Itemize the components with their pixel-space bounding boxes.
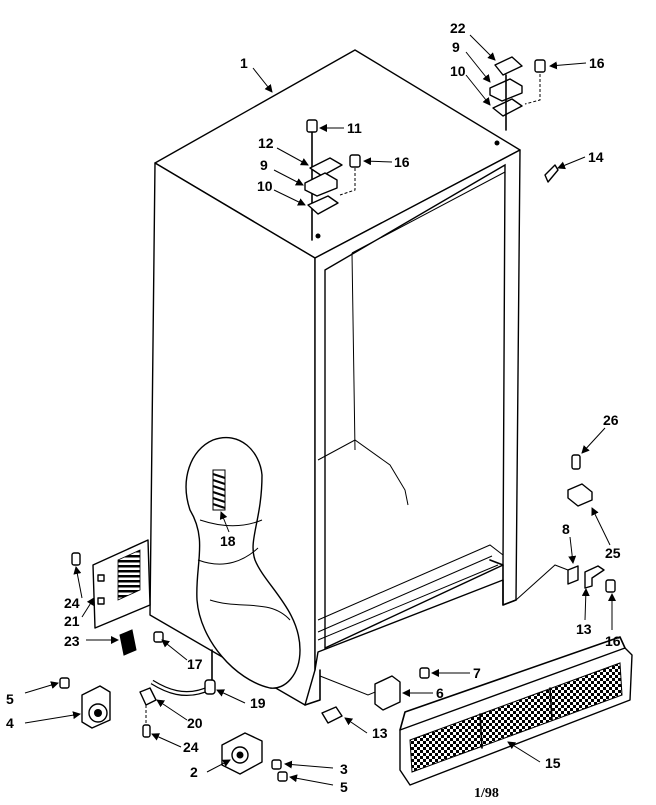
washer-3: [271, 759, 282, 770]
right-foot: [489, 559, 517, 606]
callout-15: 15: [545, 755, 561, 771]
top-hinge-right: [489, 56, 559, 183]
screw-5-left: [59, 677, 70, 689]
pin-14: [544, 164, 559, 183]
callout-11: 11: [347, 120, 362, 136]
bottom-hinge-right: [515, 454, 616, 601]
screw-5-right: [277, 771, 288, 782]
callout-8: 8: [562, 521, 570, 537]
callout-24-left: 24: [64, 595, 80, 611]
callout-13-bottom: 13: [372, 725, 388, 741]
leader-lines: [24, 34, 616, 786]
callout-16-bottom-right: 16: [605, 633, 621, 649]
shim-10: [307, 195, 339, 215]
hinge-hole: [315, 233, 321, 239]
toe-grille-15: [399, 636, 633, 786]
callout-24-bottom: 24: [183, 739, 199, 755]
condenser-vents: [117, 549, 141, 601]
callout-9-top-right: 9: [452, 39, 460, 55]
hinge-bracket-line: [515, 564, 569, 601]
callout-18: 18: [220, 533, 236, 549]
interior-bottom-rail-3: [317, 564, 499, 641]
callout-12: 12: [258, 135, 274, 151]
callout-26: 26: [603, 412, 619, 428]
callout-labels: 1 22 9 10 16 11 12 9 16 10 14 26 18 8 25…: [6, 20, 621, 801]
callout-2: 2: [190, 764, 198, 780]
callout-6: 6: [436, 685, 444, 701]
hinge-9: [304, 172, 338, 197]
callout-23: 23: [64, 633, 80, 649]
callout-3: 3: [340, 761, 348, 777]
hinge-plate-12: [309, 157, 343, 177]
center-bottom-parts: [319, 667, 430, 724]
screw-17: [153, 631, 164, 643]
hinge-hole-right: [494, 140, 500, 146]
bracket-13-bottom: [321, 706, 343, 724]
screw-16-right: [534, 59, 546, 73]
bracket-23: [119, 629, 137, 656]
drain-coil-part: [212, 469, 226, 511]
bracket-13-right: [584, 565, 605, 589]
callout-21: 21: [64, 613, 80, 629]
cutout-contour-1: [199, 519, 263, 527]
interior-back-edge: [351, 171, 506, 451]
callout-20: 20: [187, 715, 203, 731]
grille-top-edge: [399, 636, 626, 731]
clip-20: [139, 687, 157, 706]
cabinet-body: [149, 49, 521, 706]
callout-4: 4: [6, 715, 14, 731]
screw-16-bottom: [605, 579, 616, 593]
callout-5-right: 5: [340, 779, 348, 795]
hinge-cover-22: [494, 56, 523, 76]
callout-25: 25: [605, 545, 621, 561]
hinge-25: [567, 483, 593, 507]
cabinet-left-side: [149, 162, 316, 706]
screw-11: [306, 119, 318, 133]
bracket-8: [567, 565, 579, 585]
interior-bottom-rail: [317, 544, 504, 621]
screw-26: [571, 454, 581, 470]
callout-19: 19: [250, 695, 266, 711]
grille-dividers: [479, 687, 553, 749]
interior-floor-edge: [317, 439, 409, 506]
callout-7: 7: [473, 665, 481, 681]
screw-16-left: [349, 154, 361, 168]
callout-16-top-right: 16: [589, 55, 605, 71]
callout-9-top-left: 9: [260, 157, 268, 173]
top-hinge-left: [304, 119, 361, 241]
shim-10-right: [492, 98, 523, 117]
cutout-contour-2: [197, 547, 259, 565]
drawing-date-code: 1/98: [474, 786, 499, 801]
left-bottom-parts: [59, 539, 288, 782]
callout-22: 22: [450, 20, 466, 36]
callout-1: 1: [240, 55, 248, 71]
bottom-front-edge: [304, 669, 321, 706]
bracket-6: [374, 675, 401, 711]
callout-10-top-right: 10: [450, 63, 466, 79]
cutout-contour-3: [209, 599, 291, 621]
screw-24-bottom: [142, 724, 151, 738]
screw-7: [419, 667, 430, 679]
callout-5-left: 5: [6, 691, 14, 707]
screw-24-top: [71, 552, 81, 566]
callout-17: 17: [187, 656, 203, 672]
interior-bottom-rail-2: [317, 555, 493, 633]
callout-16-top-left: 16: [394, 154, 410, 170]
callout-14: 14: [588, 149, 604, 165]
callout-13-right: 13: [576, 621, 592, 637]
callout-10-top-left: 10: [257, 178, 273, 194]
